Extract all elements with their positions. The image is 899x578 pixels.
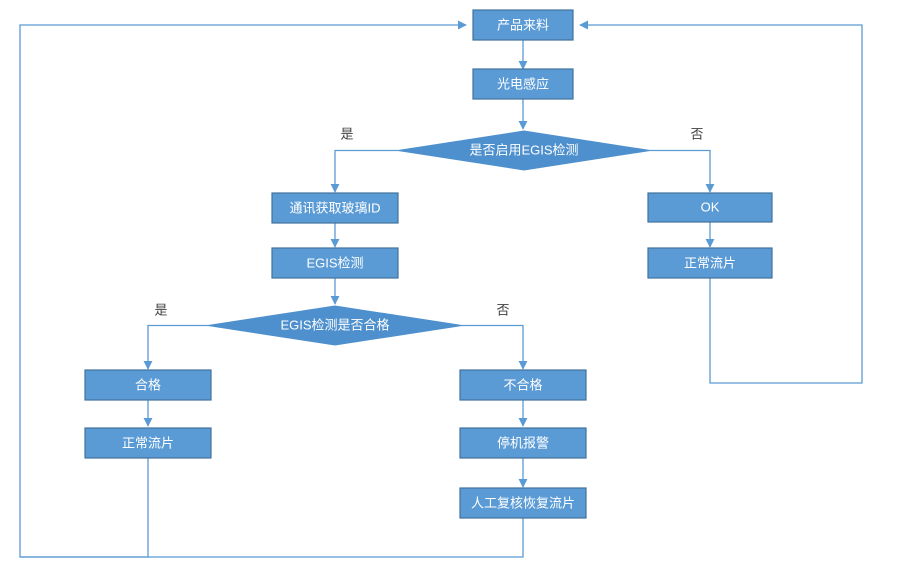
edge-label-decision2-yes: 是: [154, 302, 167, 317]
node-ok-shape[interactable]: [647, 192, 773, 223]
edge-decision2-yes-to-pass: [143, 324, 208, 370]
node-photo-sensor-label: 光电感应: [497, 76, 549, 91]
node-start[interactable]: 产品来料: [472, 9, 574, 41]
node-normal-flow-left-shape[interactable]: [84, 427, 212, 459]
node-normal-flow-left[interactable]: 正常流片: [84, 427, 212, 459]
node-egis-inspect-shape[interactable]: [271, 247, 399, 279]
nodes-layer: 产品来料 光电感应 是否启用EGIS检测 通讯获取玻璃ID EGIS检测 OK: [84, 9, 773, 519]
node-pass-label: 合格: [135, 377, 161, 392]
node-manual-review[interactable]: 人工复核恢复流片: [459, 487, 587, 519]
edge-manual-to-start: [20, 518, 524, 558]
node-stop-alarm-label: 停机报警: [497, 435, 549, 450]
node-get-glass-id-label: 通讯获取玻璃ID: [289, 200, 380, 215]
node-normal-flow-right-label: 正常流片: [684, 255, 736, 270]
edge-label-decision1-no: 否: [690, 126, 703, 141]
node-stop-alarm[interactable]: 停机报警: [459, 427, 587, 459]
node-get-glass-id[interactable]: 通讯获取玻璃ID: [271, 192, 399, 224]
edge-normal-right-to-start: [579, 20, 863, 384]
node-decision-enable-egis-label: 是否启用EGIS检测: [469, 142, 578, 157]
edge-label-decision1-yes: 是: [340, 126, 353, 141]
node-pass[interactable]: 合格: [84, 369, 212, 401]
edge-decision1-no-to-ok: [650, 149, 715, 193]
node-egis-inspect-label: EGIS检测: [306, 255, 363, 270]
node-decision-egis-pass[interactable]: EGIS检测是否合格: [207, 305, 463, 346]
edges-layer: [19, 20, 863, 558]
edge-labels-layer: 是 否 是 否: [154, 126, 703, 317]
node-photo-sensor[interactable]: 光电感应: [472, 68, 574, 100]
node-manual-review-label: 人工复核恢复流片: [471, 495, 575, 510]
edge-decision2-no-to-fail: [462, 324, 528, 370]
node-ok[interactable]: OK: [647, 192, 773, 223]
node-normal-flow-right[interactable]: 正常流片: [647, 247, 773, 279]
node-decision-egis-pass-label: EGIS检测是否合格: [280, 317, 389, 332]
node-pass-shape[interactable]: [84, 369, 212, 401]
node-fail-label: 不合格: [503, 377, 542, 392]
node-normal-flow-right-shape[interactable]: [647, 247, 773, 279]
edge-normal-left-to-start: [19, 20, 467, 558]
node-fail-shape[interactable]: [459, 369, 587, 401]
node-ok-label: OK: [701, 199, 720, 214]
node-manual-review-shape[interactable]: [459, 487, 587, 519]
node-start-label: 产品来料: [497, 17, 549, 32]
edge-label-decision2-no: 否: [496, 302, 509, 317]
node-get-glass-id-shape[interactable]: [271, 192, 399, 224]
node-decision-egis-pass-shape[interactable]: [207, 305, 463, 346]
node-decision-enable-egis-shape[interactable]: [397, 130, 651, 171]
node-start-shape[interactable]: [472, 9, 574, 41]
node-decision-enable-egis[interactable]: 是否启用EGIS检测: [397, 130, 651, 171]
node-photo-sensor-shape[interactable]: [472, 68, 574, 100]
node-fail[interactable]: 不合格: [459, 369, 587, 401]
node-normal-flow-left-label: 正常流片: [122, 435, 174, 450]
node-stop-alarm-shape[interactable]: [459, 427, 587, 459]
node-egis-inspect[interactable]: EGIS检测: [271, 247, 399, 279]
edge-decision1-yes-to-getid: [330, 149, 398, 193]
